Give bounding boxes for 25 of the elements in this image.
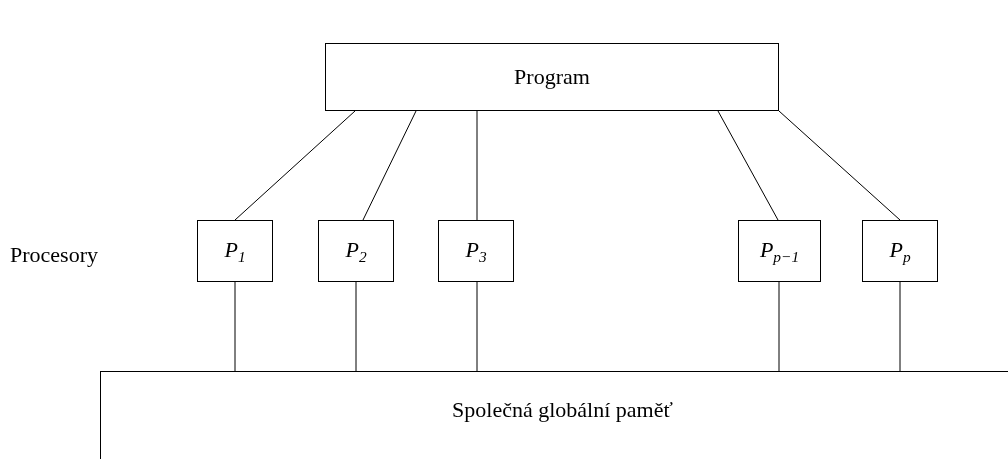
node-text: P$_{3}$ [465, 236, 487, 266]
node-text: Společná globální paměť [452, 396, 673, 423]
processor-box [318, 220, 394, 282]
node-text: P$_{2}$ [345, 236, 367, 266]
connector-line [717, 110, 779, 221]
connector-line [899, 281, 901, 372]
connector-line [362, 110, 417, 221]
connector-line [778, 110, 901, 221]
processor-box [862, 220, 938, 282]
row-label: Procesory [10, 242, 98, 268]
node-text: P$_{p}$ [889, 236, 911, 266]
node-text: Program [514, 64, 590, 90]
connector-line [476, 110, 478, 221]
program-box [325, 43, 779, 111]
connector-line [476, 281, 478, 372]
connector-line [778, 281, 780, 372]
processor-box [197, 220, 273, 282]
processor-box [738, 220, 821, 282]
connector-line [234, 281, 236, 372]
connector-line [355, 281, 357, 372]
node-text: P$_{1}$ [224, 236, 246, 266]
processor-box [438, 220, 514, 282]
connector-line [234, 110, 356, 221]
node-text: P$_{p−1}$ [759, 236, 800, 266]
memory-box [100, 371, 1008, 459]
